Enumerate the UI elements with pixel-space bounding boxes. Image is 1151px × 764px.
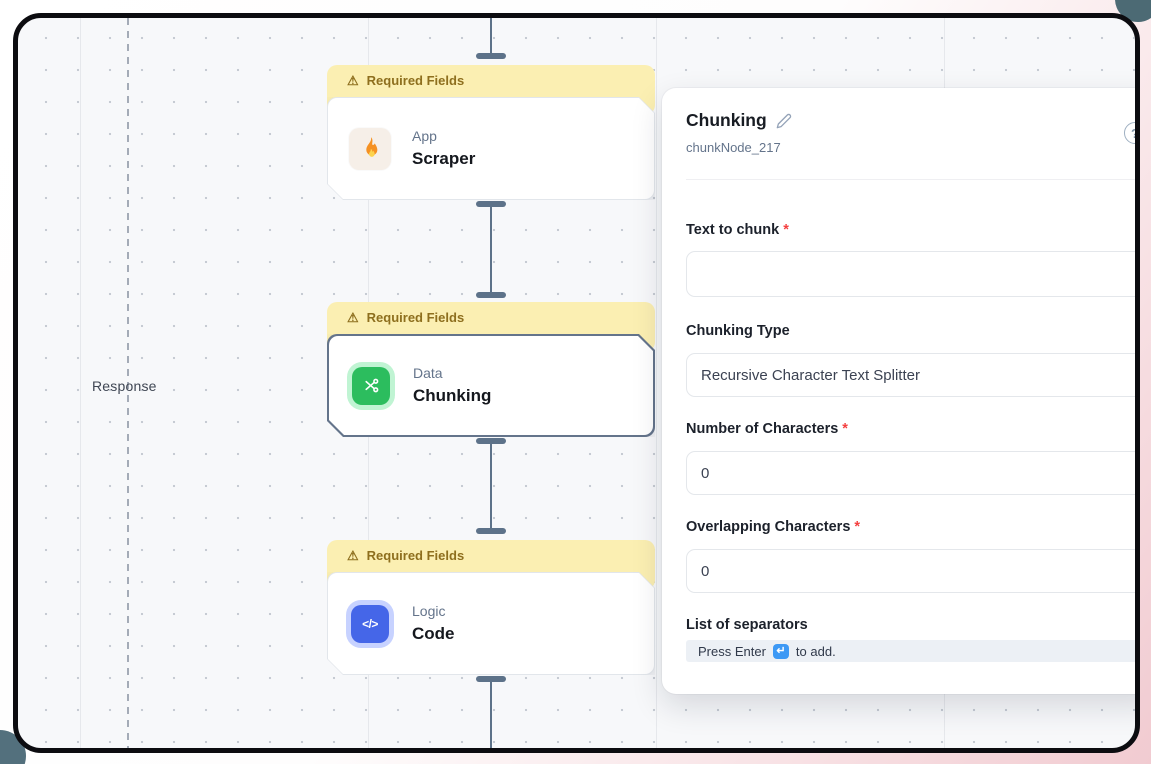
edge-connector[interactable] <box>490 442 492 530</box>
node-category: Data <box>413 365 443 381</box>
connection-handle[interactable] <box>476 438 506 444</box>
connection-handle[interactable] <box>476 292 506 298</box>
node-code[interactable]: ⚠ Required Fields </> Logic Code <box>327 540 655 675</box>
overlapping-characters-input[interactable] <box>686 549 1135 593</box>
node-title: Code <box>412 624 455 643</box>
banner-label: Required Fields <box>366 73 465 88</box>
node-title: Scraper <box>412 149 476 168</box>
panel-title: Chunking <box>686 110 767 130</box>
connection-handle[interactable] <box>476 201 506 207</box>
node-scraper[interactable]: ⚠ Required Fields App Scraper <box>327 65 655 200</box>
edge-connector[interactable] <box>490 18 492 56</box>
separators-hint-prefix: Press Enter <box>698 643 766 659</box>
number-of-characters-input[interactable] <box>686 451 1135 495</box>
separators-input[interactable]: Press Enter ↵ to add. <box>686 640 1135 662</box>
edge-connector[interactable] <box>490 680 492 748</box>
warning-icon: ⚠ <box>347 310 359 325</box>
banner-label: Required Fields <box>366 310 465 325</box>
chunking-type-select[interactable]: Recursive Character Text Splitter <box>686 353 1135 397</box>
node-category: App <box>412 128 437 144</box>
connection-handle[interactable] <box>476 53 506 59</box>
node-id: chunkNode_217 <box>686 140 781 155</box>
help-icon[interactable]: ? <box>1124 122 1135 144</box>
grid-line <box>656 18 657 748</box>
field-label-text-to-chunk: Text to chunk* <box>686 222 789 238</box>
warning-icon: ⚠ <box>347 548 359 563</box>
separators-hint-suffix: to add. <box>795 643 836 659</box>
field-label-chunking-type: Chunking Type <box>686 323 790 339</box>
edit-icon[interactable] <box>776 113 792 129</box>
flame-icon <box>349 128 391 170</box>
node-category: Logic <box>412 603 446 619</box>
node-config-panel: Chunking ? chunkNode_217 Text to chunk* … <box>662 88 1135 694</box>
workflow-window-frame: Response ⚠ Required Fields App Scraper <box>13 13 1140 753</box>
response-boundary-line <box>127 18 129 748</box>
connection-handle[interactable] <box>476 528 506 534</box>
code-icon: </> <box>351 605 389 643</box>
edge-connector[interactable] <box>490 206 492 294</box>
response-label: Response <box>92 378 157 394</box>
field-label-number-of-characters: Number of Characters* <box>686 421 848 437</box>
banner-label: Required Fields <box>366 548 465 563</box>
required-marker: * <box>854 519 861 535</box>
panel-divider <box>686 179 1135 180</box>
text-to-chunk-input[interactable] <box>686 251 1135 297</box>
enter-key-icon: ↵ <box>772 643 789 659</box>
connection-handle[interactable] <box>476 676 506 682</box>
node-title: Chunking <box>413 386 492 405</box>
warning-icon: ⚠ <box>347 73 359 88</box>
required-marker: * <box>783 222 789 238</box>
scissors-icon <box>352 367 390 405</box>
field-label-list-of-separators: List of separators <box>686 617 808 633</box>
required-marker: * <box>842 421 848 437</box>
grid-line <box>80 18 81 748</box>
node-chunking[interactable]: ⚠ Required Fields Data Chunking <box>327 302 655 437</box>
workflow-canvas[interactable]: Response ⚠ Required Fields App Scraper <box>18 18 1135 748</box>
field-label-overlapping-characters: Overlapping Characters* <box>686 519 861 535</box>
